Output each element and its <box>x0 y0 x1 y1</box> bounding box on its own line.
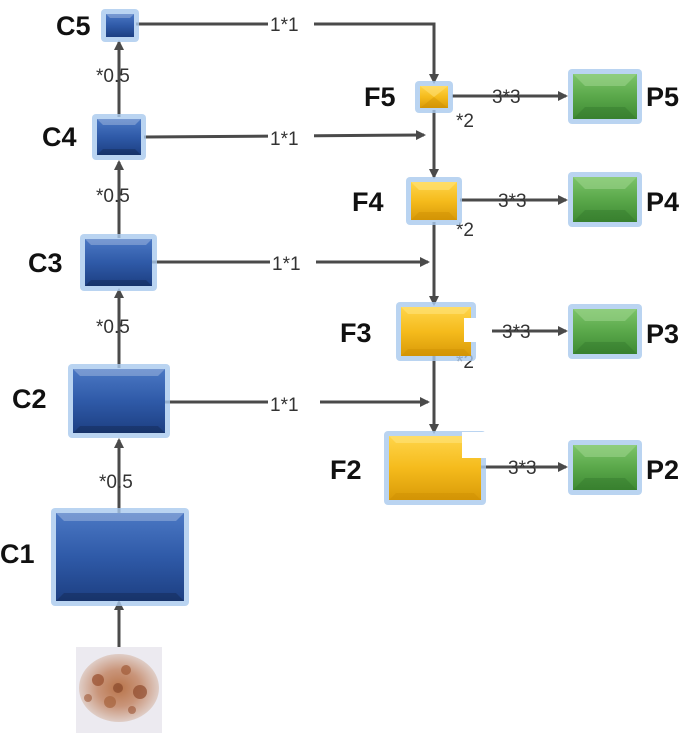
op-f5-p5: 3*3 <box>492 87 521 108</box>
op-f4-p4: 3*3 <box>498 191 527 212</box>
block-f3 <box>396 302 492 361</box>
label-bg <box>270 249 316 273</box>
label-p3: P3 <box>646 319 679 349</box>
op-f4-f3: *2 <box>456 220 474 241</box>
label-bg <box>268 124 314 148</box>
block-c3 <box>80 234 157 291</box>
op-c3-f4: 1*1 <box>272 254 301 275</box>
label-f3: F3 <box>340 318 372 348</box>
block-c4 <box>92 114 146 160</box>
op-labels: *0.5 *0.5 *0.5 *0.5 1*1 1*1 1*1 1*1 *2 *… <box>96 10 537 493</box>
block-c1 <box>51 508 189 606</box>
op-c5-f5: 1*1 <box>270 15 299 36</box>
block-p4 <box>568 172 642 227</box>
block-f2 <box>384 431 488 505</box>
block-c2 <box>68 364 170 438</box>
label-p5: P5 <box>646 82 679 112</box>
block-f5 <box>415 81 453 113</box>
label-c3: C3 <box>28 248 63 278</box>
block-c5 <box>101 9 139 42</box>
label-f5: F5 <box>364 82 396 112</box>
block-p5 <box>568 69 642 124</box>
top-down-blocks <box>384 81 492 505</box>
label-f2: F2 <box>330 455 362 485</box>
label-f4: F4 <box>352 187 384 217</box>
op-c2-f3: 1*1 <box>270 395 299 416</box>
op-f3-p3: 3*3 <box>502 322 531 343</box>
label-bg <box>268 10 314 34</box>
label-c1: C1 <box>0 539 35 569</box>
bottom-up-blocks <box>51 9 189 606</box>
input-image <box>76 647 162 733</box>
node-labels: C1 C2 C3 C4 C5 F2 F3 F4 F5 P2 P3 P4 P5 <box>0 11 679 569</box>
label-bg <box>268 390 320 414</box>
block-f4 <box>406 177 462 225</box>
block-p2 <box>568 440 642 495</box>
label-c5: C5 <box>56 11 91 41</box>
label-p4: P4 <box>646 187 679 217</box>
op-c3-c4: *0.5 <box>96 186 130 207</box>
block-p3 <box>568 304 642 359</box>
label-c4: C4 <box>42 122 77 152</box>
op-c1-c2: *0.5 <box>99 472 133 493</box>
op-c4-f5: 1*1 <box>270 129 299 150</box>
op-c2-c3: *0.5 <box>96 317 130 338</box>
prediction-blocks <box>568 69 642 495</box>
op-c4-c5: *0.5 <box>96 66 130 87</box>
label-p2: P2 <box>646 455 679 485</box>
op-f2-p2: 3*3 <box>508 458 537 479</box>
arrow-c5-to-f5 <box>136 22 439 84</box>
label-c2: C2 <box>12 384 47 414</box>
op-f5-f4: *2 <box>456 111 474 132</box>
